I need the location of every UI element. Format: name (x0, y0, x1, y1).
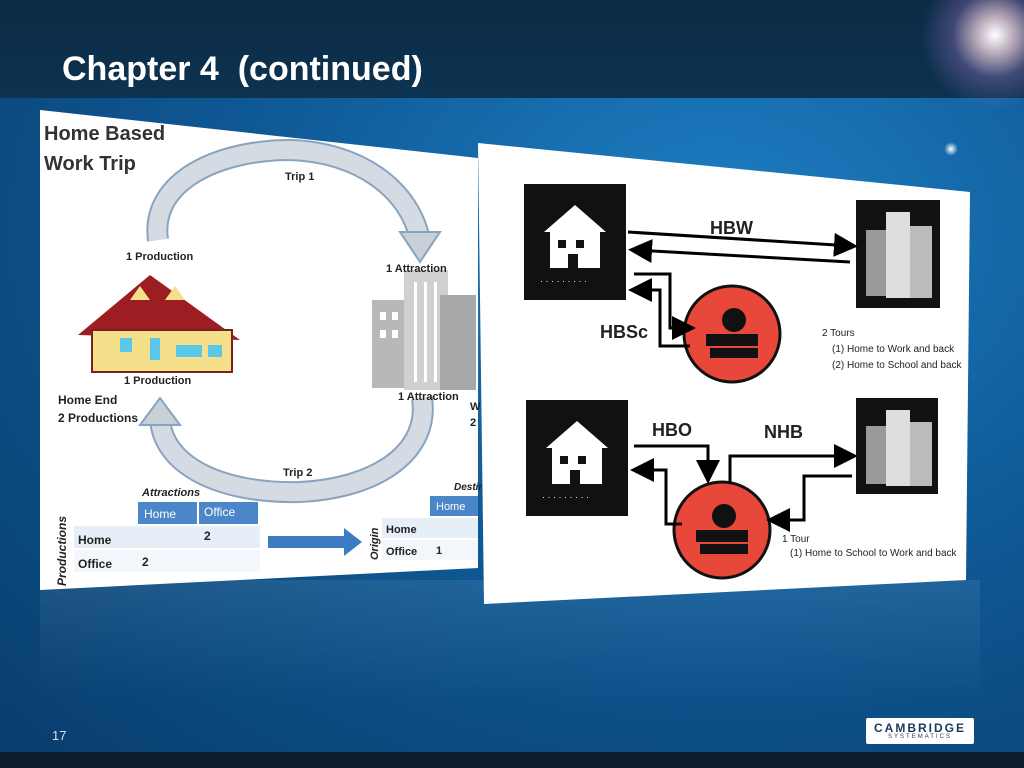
hbw-arrow-out (627, 230, 858, 257)
cut-label-2: 2 (470, 417, 476, 429)
t1-cell-office-home: 2 (142, 555, 149, 569)
table-transform-arrow (268, 528, 362, 556)
t1-header-office: Office (204, 505, 235, 519)
trip1-label: Trip 1 (285, 171, 314, 183)
t1-row-home: Home (78, 533, 112, 547)
page-number: 17 (52, 728, 67, 743)
city-tile-bottom (856, 398, 938, 494)
cut-label-w: W (470, 401, 481, 413)
logo-sub-text: SYSTEMATICS (888, 733, 952, 740)
tours-top-line2: (1) Home to Work and back (832, 344, 955, 355)
trip1-arc-arrow-fill (148, 140, 429, 243)
trip2-arrowhead (138, 396, 182, 426)
city-tile-top (856, 200, 940, 308)
attractions-title: Attractions (141, 487, 200, 499)
home-end-line1: Home End (58, 393, 117, 407)
t2-header-home: Home (436, 501, 465, 513)
title-bar (0, 0, 1024, 98)
origin-destination-table: Destin Home Home Office 1 Origin (369, 482, 485, 560)
attraction-bottom-label: 1 Attraction (398, 391, 459, 403)
bottom-bar (0, 752, 1024, 768)
t2-cell-office: 1 (436, 545, 442, 557)
left-heading-line1: Home Based (44, 123, 165, 145)
house-icon (78, 275, 240, 373)
t1-cell-home-office: 2 (204, 529, 211, 543)
logo-main-text: CAMBRIDGE (874, 720, 966, 735)
home-tile-top: · · · · · · · · · (524, 184, 626, 300)
production-bottom-label: 1 Production (124, 375, 192, 387)
office-building-icon (372, 270, 476, 390)
attraction-top-label: 1 Attraction (386, 263, 447, 275)
tours-top-line1: 2 Tours (822, 328, 855, 339)
destin-title: Destin (454, 482, 485, 493)
trip2-label: Trip 2 (283, 467, 312, 479)
hbw-label: HBW (710, 218, 753, 238)
trip2-arc-arrow-fill (151, 396, 432, 502)
nhb-arrow-out (728, 444, 858, 484)
trip1-arrowhead (398, 231, 442, 264)
hbo-label: HBO (652, 420, 692, 440)
sparkle (944, 142, 958, 156)
svg-text:· · · · · · · · ·: · · · · · · · · · (540, 276, 587, 286)
home-end-line2: 2 Productions (58, 411, 138, 425)
production-top-label: 1 Production (126, 251, 194, 263)
right-panel: · · · · · · · · · HBW HBSc 2 Tours (1) H… (478, 143, 970, 604)
school-icon-bottom (672, 480, 772, 580)
hbo-arrow-out (634, 444, 720, 484)
hbsc-arrow-back (628, 278, 690, 348)
left-heading-line2: Work Trip (44, 153, 136, 175)
productions-side-label: Productions (55, 516, 69, 586)
tours-bottom-line2: (1) Home to School to Work and back (790, 548, 958, 559)
tours-bottom-line1: 1 Tour (782, 534, 810, 545)
hbsc-arrow-out (634, 272, 696, 340)
hbsc-label: HBSc (600, 322, 648, 342)
left-panel: Home Based Work Trip Trip 1 Trip 2 1 Pro… (40, 110, 485, 590)
school-icon-top (682, 284, 782, 384)
origin-side-label: Origin (369, 527, 381, 560)
attractions-table: Attractions Home Office Home 2 Office 2 … (55, 487, 260, 586)
home-tile-bottom: · · · · · · · · · (526, 400, 628, 516)
svg-text:· · · · · · · · ·: · · · · · · · · · (542, 492, 589, 502)
hbo-arrow-back (630, 458, 682, 526)
nhb-label: NHB (764, 422, 803, 442)
slide-title: Chapter 4 (continued) (62, 50, 423, 88)
cambridge-logo: CAMBRIDGE SYSTEMATICS (866, 718, 974, 744)
nhb-arrow-back (766, 474, 852, 532)
tours-top-line3: (2) Home to School and back (832, 360, 963, 371)
t2-row-home: Home (386, 524, 417, 536)
hbw-arrow-back (628, 239, 851, 264)
t2-row-office: Office (386, 546, 417, 558)
t1-row-office: Office (78, 557, 112, 571)
t1-header-home: Home (144, 507, 176, 521)
